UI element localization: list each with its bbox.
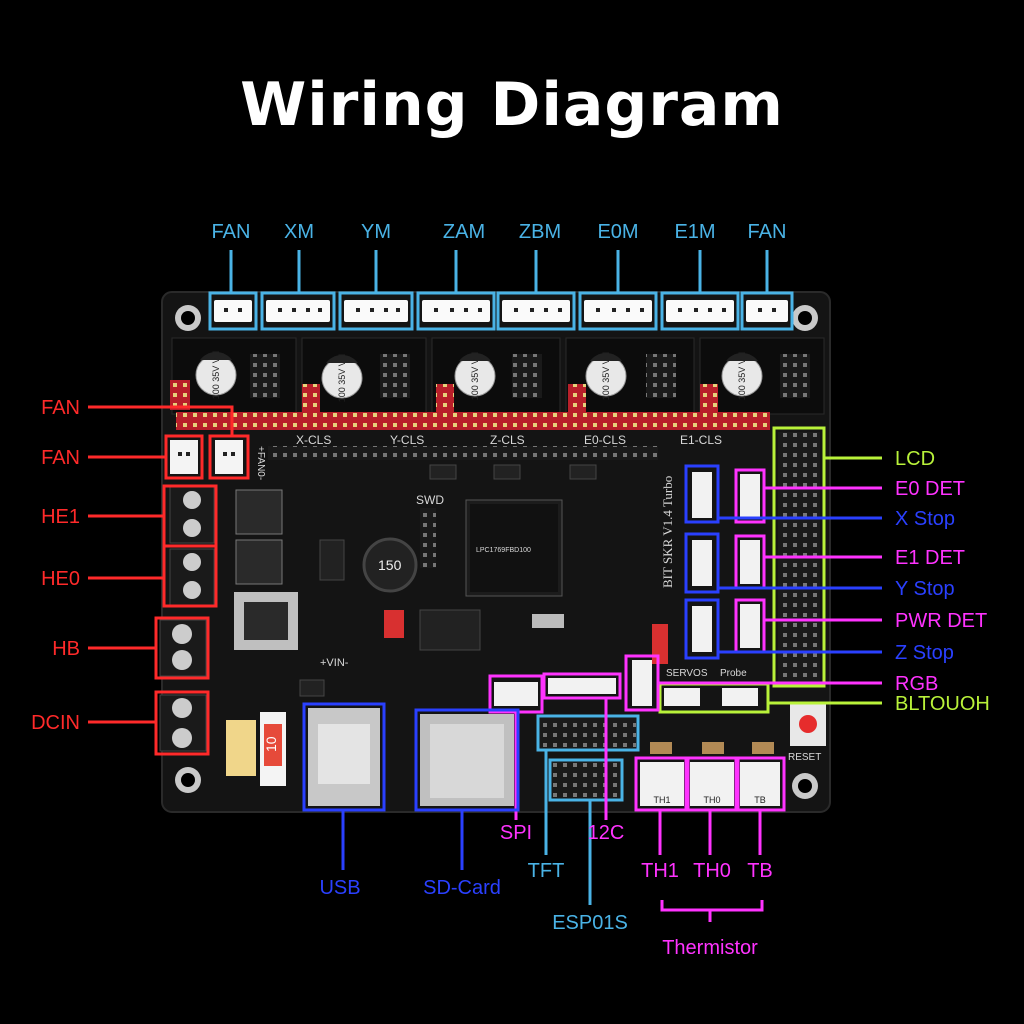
choke-icon xyxy=(362,537,418,593)
label-e1-det: E1 DET xyxy=(895,547,966,569)
label-e1m: E1M xyxy=(674,221,716,243)
thermistor-silk-text: TB xyxy=(754,795,766,805)
svg-text:+VIN-: +VIN- xyxy=(320,657,349,669)
label-he1: HE1 xyxy=(41,506,80,528)
label-fan-top-2: FAN xyxy=(747,221,787,243)
svg-text:LPC1769FBD100: LPC1769FBD100 xyxy=(476,547,531,554)
label-x-stop: X Stop xyxy=(895,508,956,530)
top-connectors xyxy=(214,300,788,322)
label-fan-left-2: FAN xyxy=(41,447,80,469)
label-spi: SPI xyxy=(499,822,533,844)
driver-header-row xyxy=(176,412,770,430)
label-e0m: E0M xyxy=(597,221,639,243)
svg-text:RESET: RESET xyxy=(788,752,821,763)
cls-silk-text: Y-CLS xyxy=(390,433,424,447)
board-model-text: BIT SKR V1.4 Turbo xyxy=(660,476,675,588)
cls-silk-text: X-CLS xyxy=(296,433,331,447)
svg-text:150: 150 xyxy=(378,557,402,573)
thermistor-silk-text: TH1 xyxy=(653,795,670,805)
label-sd-card: SD-Card xyxy=(423,877,501,899)
capacitor-silk-text: 100 35V VH xyxy=(470,352,480,401)
label-esp01s: ESP01S xyxy=(552,912,628,934)
capacitor-silk-text: 100 35V VH xyxy=(211,351,221,400)
mosfet-icons xyxy=(234,489,298,650)
thermistor-silk-text: TH0 xyxy=(703,795,720,805)
label-e0-det: E0 DET xyxy=(895,478,966,500)
label-usb: USB xyxy=(319,877,361,899)
mounting-hole-icon xyxy=(175,305,818,799)
label-th0: TH0 xyxy=(693,860,731,882)
capacitor-icons xyxy=(195,352,763,399)
svg-text:SWD: SWD xyxy=(416,493,444,507)
label-th1: TH1 xyxy=(641,860,679,882)
label-dcin: DCIN xyxy=(31,712,80,734)
label-zam: ZAM xyxy=(442,221,486,243)
label-thermistor: Thermistor xyxy=(662,937,758,959)
label-lcd: LCD xyxy=(895,448,936,470)
capacitor-silk-text: 100 35V VH xyxy=(337,354,347,403)
label-xm: XM xyxy=(284,221,314,243)
label-fan-left-1: FAN xyxy=(41,397,80,419)
svg-text:10: 10 xyxy=(263,736,279,752)
label-tft: TFT xyxy=(527,860,565,882)
label-ym: YM xyxy=(361,221,391,243)
capacitor-silk-text: 100 35V VH xyxy=(737,352,747,401)
capacitor-silk-text: 100 35V VH xyxy=(601,352,611,401)
page-title: Wiring Diagram xyxy=(240,70,784,140)
label-rgb: RGB xyxy=(895,673,939,695)
cls-silk-text: E1-CLS xyxy=(680,433,722,447)
label-z-stop: Z Stop xyxy=(895,642,954,664)
label-i2c: 12C xyxy=(587,822,625,844)
screw-terminals xyxy=(159,486,215,752)
driver-sockets xyxy=(171,337,825,415)
cls-silk-text: E0-CLS xyxy=(584,433,626,447)
driver-jumpers xyxy=(170,354,810,412)
label-pwr-det: PWR DET xyxy=(895,610,988,632)
cls-silk-text: Z-CLS xyxy=(490,433,525,447)
mcu-chip-icon xyxy=(465,499,563,597)
label-he0: HE0 xyxy=(41,568,80,590)
label-y-stop: Y Stop xyxy=(895,578,955,600)
label-zbm: ZBM xyxy=(518,221,562,243)
label-bltouoh: BLTOUOH xyxy=(895,693,990,715)
svg-text:SERVOS: SERVOS xyxy=(666,668,708,679)
label-hb: HB xyxy=(52,638,80,660)
label-tb: TB xyxy=(747,860,773,882)
label-fan-top-1: FAN xyxy=(211,221,251,243)
svg-text:+FAN0-: +FAN0- xyxy=(255,446,266,480)
svg-text:Probe: Probe xyxy=(720,668,747,679)
